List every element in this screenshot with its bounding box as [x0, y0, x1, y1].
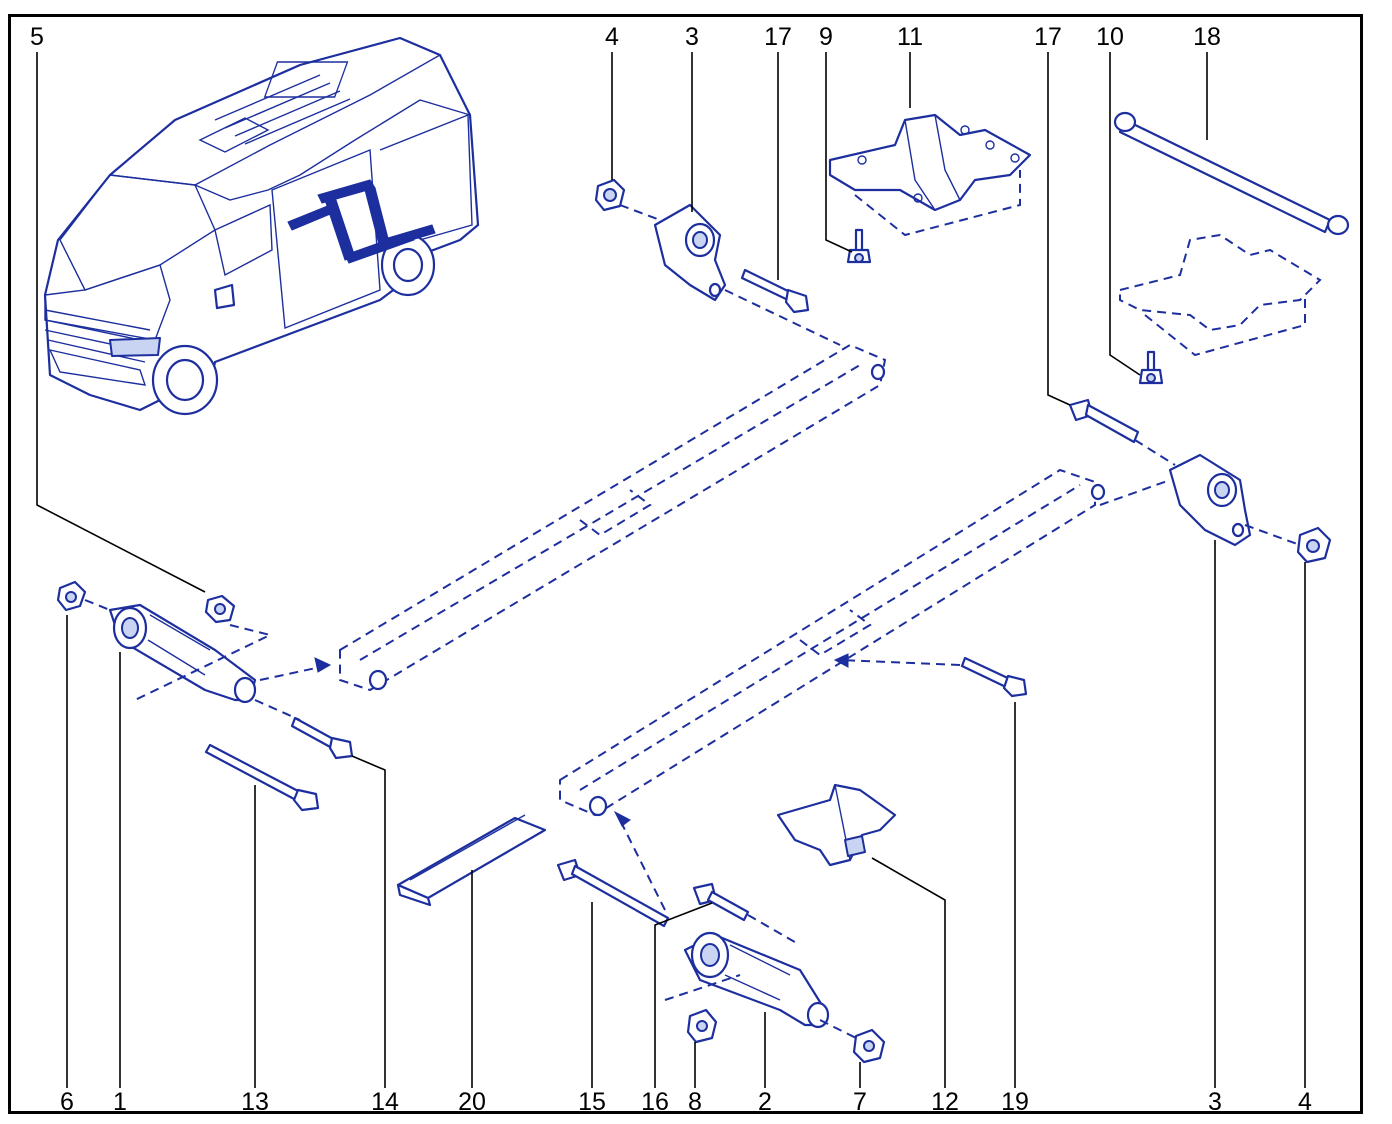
- callout-17-top: 17: [764, 23, 792, 51]
- part-19-bolt: [960, 656, 1028, 698]
- part-1-shock-absorber: [108, 603, 257, 704]
- callout-7-bottom: 7: [853, 1088, 867, 1116]
- callout-3b-bottom: 3: [1208, 1088, 1222, 1116]
- callout-4-top: 4: [605, 23, 619, 51]
- leaf-spring-left: [339, 343, 887, 692]
- part-3-right-shackle: [1168, 453, 1252, 547]
- part-17-right-bolt: [1068, 398, 1140, 444]
- callout-4b-bottom: 4: [1298, 1088, 1312, 1116]
- part-10-bolt: [1138, 350, 1164, 385]
- callout-11-top: 11: [897, 23, 923, 51]
- leader-lines: [36, 52, 1306, 1088]
- callout-9-top: 9: [819, 23, 833, 51]
- highlighted-rear-suspension: [287, 179, 436, 264]
- diagram-frame: [8, 14, 1363, 1114]
- part-3-top-shackle: [653, 203, 727, 302]
- part-6-nut: [56, 580, 87, 612]
- leaf-spring-right: [559, 468, 1106, 817]
- part-13-bolt: [204, 743, 320, 812]
- callout-5-top: 5: [30, 23, 44, 51]
- callout-16-bottom: 16: [641, 1088, 669, 1116]
- part-12-bracket: [776, 783, 897, 867]
- callout-19-bottom: 19: [1001, 1088, 1029, 1116]
- part-8-nut: [686, 1008, 718, 1044]
- callout-13-bottom: 13: [241, 1088, 269, 1116]
- callout-20-bottom: 20: [458, 1088, 486, 1116]
- callouts-bottom: 6 1 13 14 20 15 16 8 2 7 12 19 3 4: [60, 1088, 1312, 1116]
- part-14-bolt: [290, 716, 354, 760]
- part-18-rod: [1113, 111, 1350, 236]
- part-7-nut: [852, 1028, 886, 1064]
- callout-8-bottom: 8: [688, 1088, 702, 1116]
- ghost-bracket: [1119, 233, 1322, 357]
- callout-6-bottom: 6: [60, 1088, 74, 1116]
- callout-15-bottom: 15: [578, 1088, 606, 1116]
- part-5-bushing: [204, 594, 236, 624]
- part-17-top-bolt: [740, 268, 810, 314]
- callout-10-top: 10: [1096, 23, 1124, 51]
- van-illustration: [43, 36, 480, 416]
- callout-12-bottom: 12: [931, 1088, 959, 1116]
- callout-14-bottom: 14: [371, 1088, 399, 1116]
- part-16-bolt: [692, 882, 750, 922]
- callout-3-top: 3: [685, 23, 699, 51]
- part-11-bracket: [828, 113, 1032, 237]
- part-9-bolt: [846, 228, 872, 264]
- callout-1-bottom: 1: [113, 1088, 127, 1116]
- part-20-pad: [396, 814, 547, 907]
- part-2-shock-absorber: [683, 931, 830, 1029]
- callout-18-top: 18: [1193, 23, 1221, 51]
- callouts-top: 5 4 3 17 9 11 17 10 18: [30, 23, 1221, 51]
- callout-17b-top: 17: [1034, 23, 1062, 51]
- part-15-bolt: [556, 858, 670, 928]
- callout-2-bottom: 2: [758, 1088, 772, 1116]
- part-4-top-nut: [594, 178, 626, 212]
- part-4-right-nut: [1296, 526, 1332, 564]
